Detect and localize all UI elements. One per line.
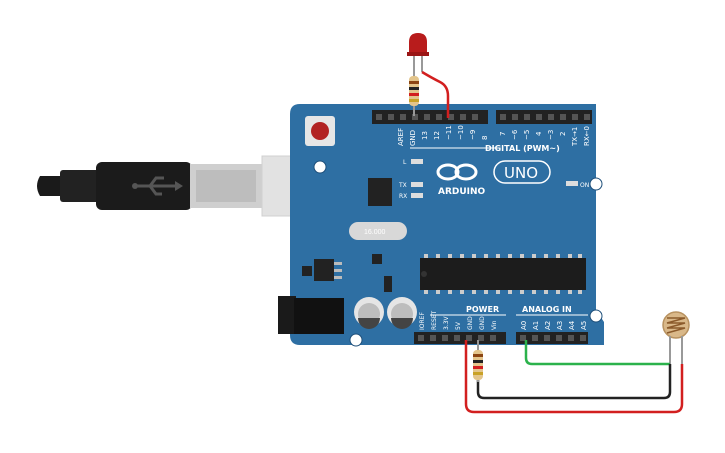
crystal-oscillator: 16.000 [349, 222, 407, 240]
pin-label: 5V [455, 321, 462, 330]
arduino-board[interactable]: AREF GND 13 12 ~11 ~10 ~9 8 7 ~6 ~5 4 ~3… [278, 104, 604, 347]
wire-red-5v[interactable] [464, 340, 684, 414]
reset-button[interactable] [305, 116, 335, 146]
wire-red-led[interactable] [421, 70, 450, 118]
pin-label: A2 [544, 321, 552, 330]
pin-label: 13 [421, 131, 429, 140]
capacitor [387, 297, 417, 329]
pin-label: ~9 [469, 130, 477, 140]
led-l-label: L [403, 159, 407, 166]
onboard-leds: L TX RX ON [398, 159, 589, 200]
usb-icon [132, 176, 183, 196]
digital-header [372, 110, 592, 124]
led-rx-label: RX [399, 193, 407, 200]
pin-label: AREF [397, 128, 405, 146]
pin-label: ~10 [457, 125, 465, 140]
digital-header-label: DIGITAL (PWM~) [485, 144, 560, 153]
analog-pin-labels: A0 A1 A2 A3 A4 A5 [520, 320, 588, 330]
pin-label: RX←0 [583, 126, 591, 146]
pin-label: A0 [520, 321, 528, 330]
pin-label: 7 [499, 132, 507, 136]
led-tx-label: TX [398, 182, 407, 189]
voltage-regulator [302, 259, 342, 281]
smd-part [372, 254, 382, 264]
pin-label: RESET [431, 310, 438, 330]
pin-label: 8 [481, 136, 489, 140]
pin-label: A5 [580, 321, 588, 330]
on-led-label: ON [580, 182, 589, 189]
model-label: UNO [504, 164, 538, 182]
pin-label: IOREF [419, 312, 426, 330]
wire-black-gnd[interactable] [476, 364, 672, 400]
pin-label: 12 [433, 131, 441, 140]
power-pin-labels: IOREF RESET 3.3V 5V GND GND Vin [419, 310, 498, 330]
photoresistor[interactable] [662, 311, 690, 364]
pin-label: A3 [556, 321, 564, 330]
pin-label: Vin [491, 320, 498, 330]
power-jack[interactable] [278, 296, 344, 334]
usb-chip [368, 178, 392, 206]
power-header-label: POWER [466, 305, 499, 314]
chip-pins [424, 254, 582, 294]
capacitor [354, 297, 384, 329]
digital-pin-labels: AREF GND 13 12 ~11 ~10 ~9 8 7 ~6 ~5 4 ~3… [397, 125, 591, 147]
atmega-chip[interactable] [420, 258, 586, 290]
pin-label: A1 [532, 321, 540, 330]
pin-label: TX→1 [571, 127, 579, 147]
pin-label: 3.3V [443, 315, 450, 330]
wire-green-a0[interactable] [524, 340, 670, 366]
arduino-logo: ARDUINO UNO [436, 160, 551, 197]
pin-label: ~11 [445, 125, 453, 140]
pin-label: GND [467, 316, 474, 330]
ldr-resistor[interactable] [473, 340, 483, 382]
pin-label: ~6 [511, 129, 519, 140]
pin-label: GND [409, 130, 417, 146]
pin-label: ~3 [547, 130, 555, 140]
smd-part [384, 276, 392, 292]
pin-label: A4 [568, 320, 576, 330]
power-header [414, 332, 588, 344]
crystal-label: 16.000 [364, 229, 386, 236]
pin-label: ~5 [523, 130, 531, 140]
pin-label: GND [479, 316, 486, 330]
pin-label: 2 [559, 132, 567, 136]
analog-header-label: ANALOG IN [522, 305, 572, 314]
brand-label: ARDUINO [438, 187, 486, 197]
pin-label: 4 [535, 131, 543, 136]
led-resistor[interactable] [409, 66, 419, 116]
red-led[interactable] [407, 33, 429, 72]
